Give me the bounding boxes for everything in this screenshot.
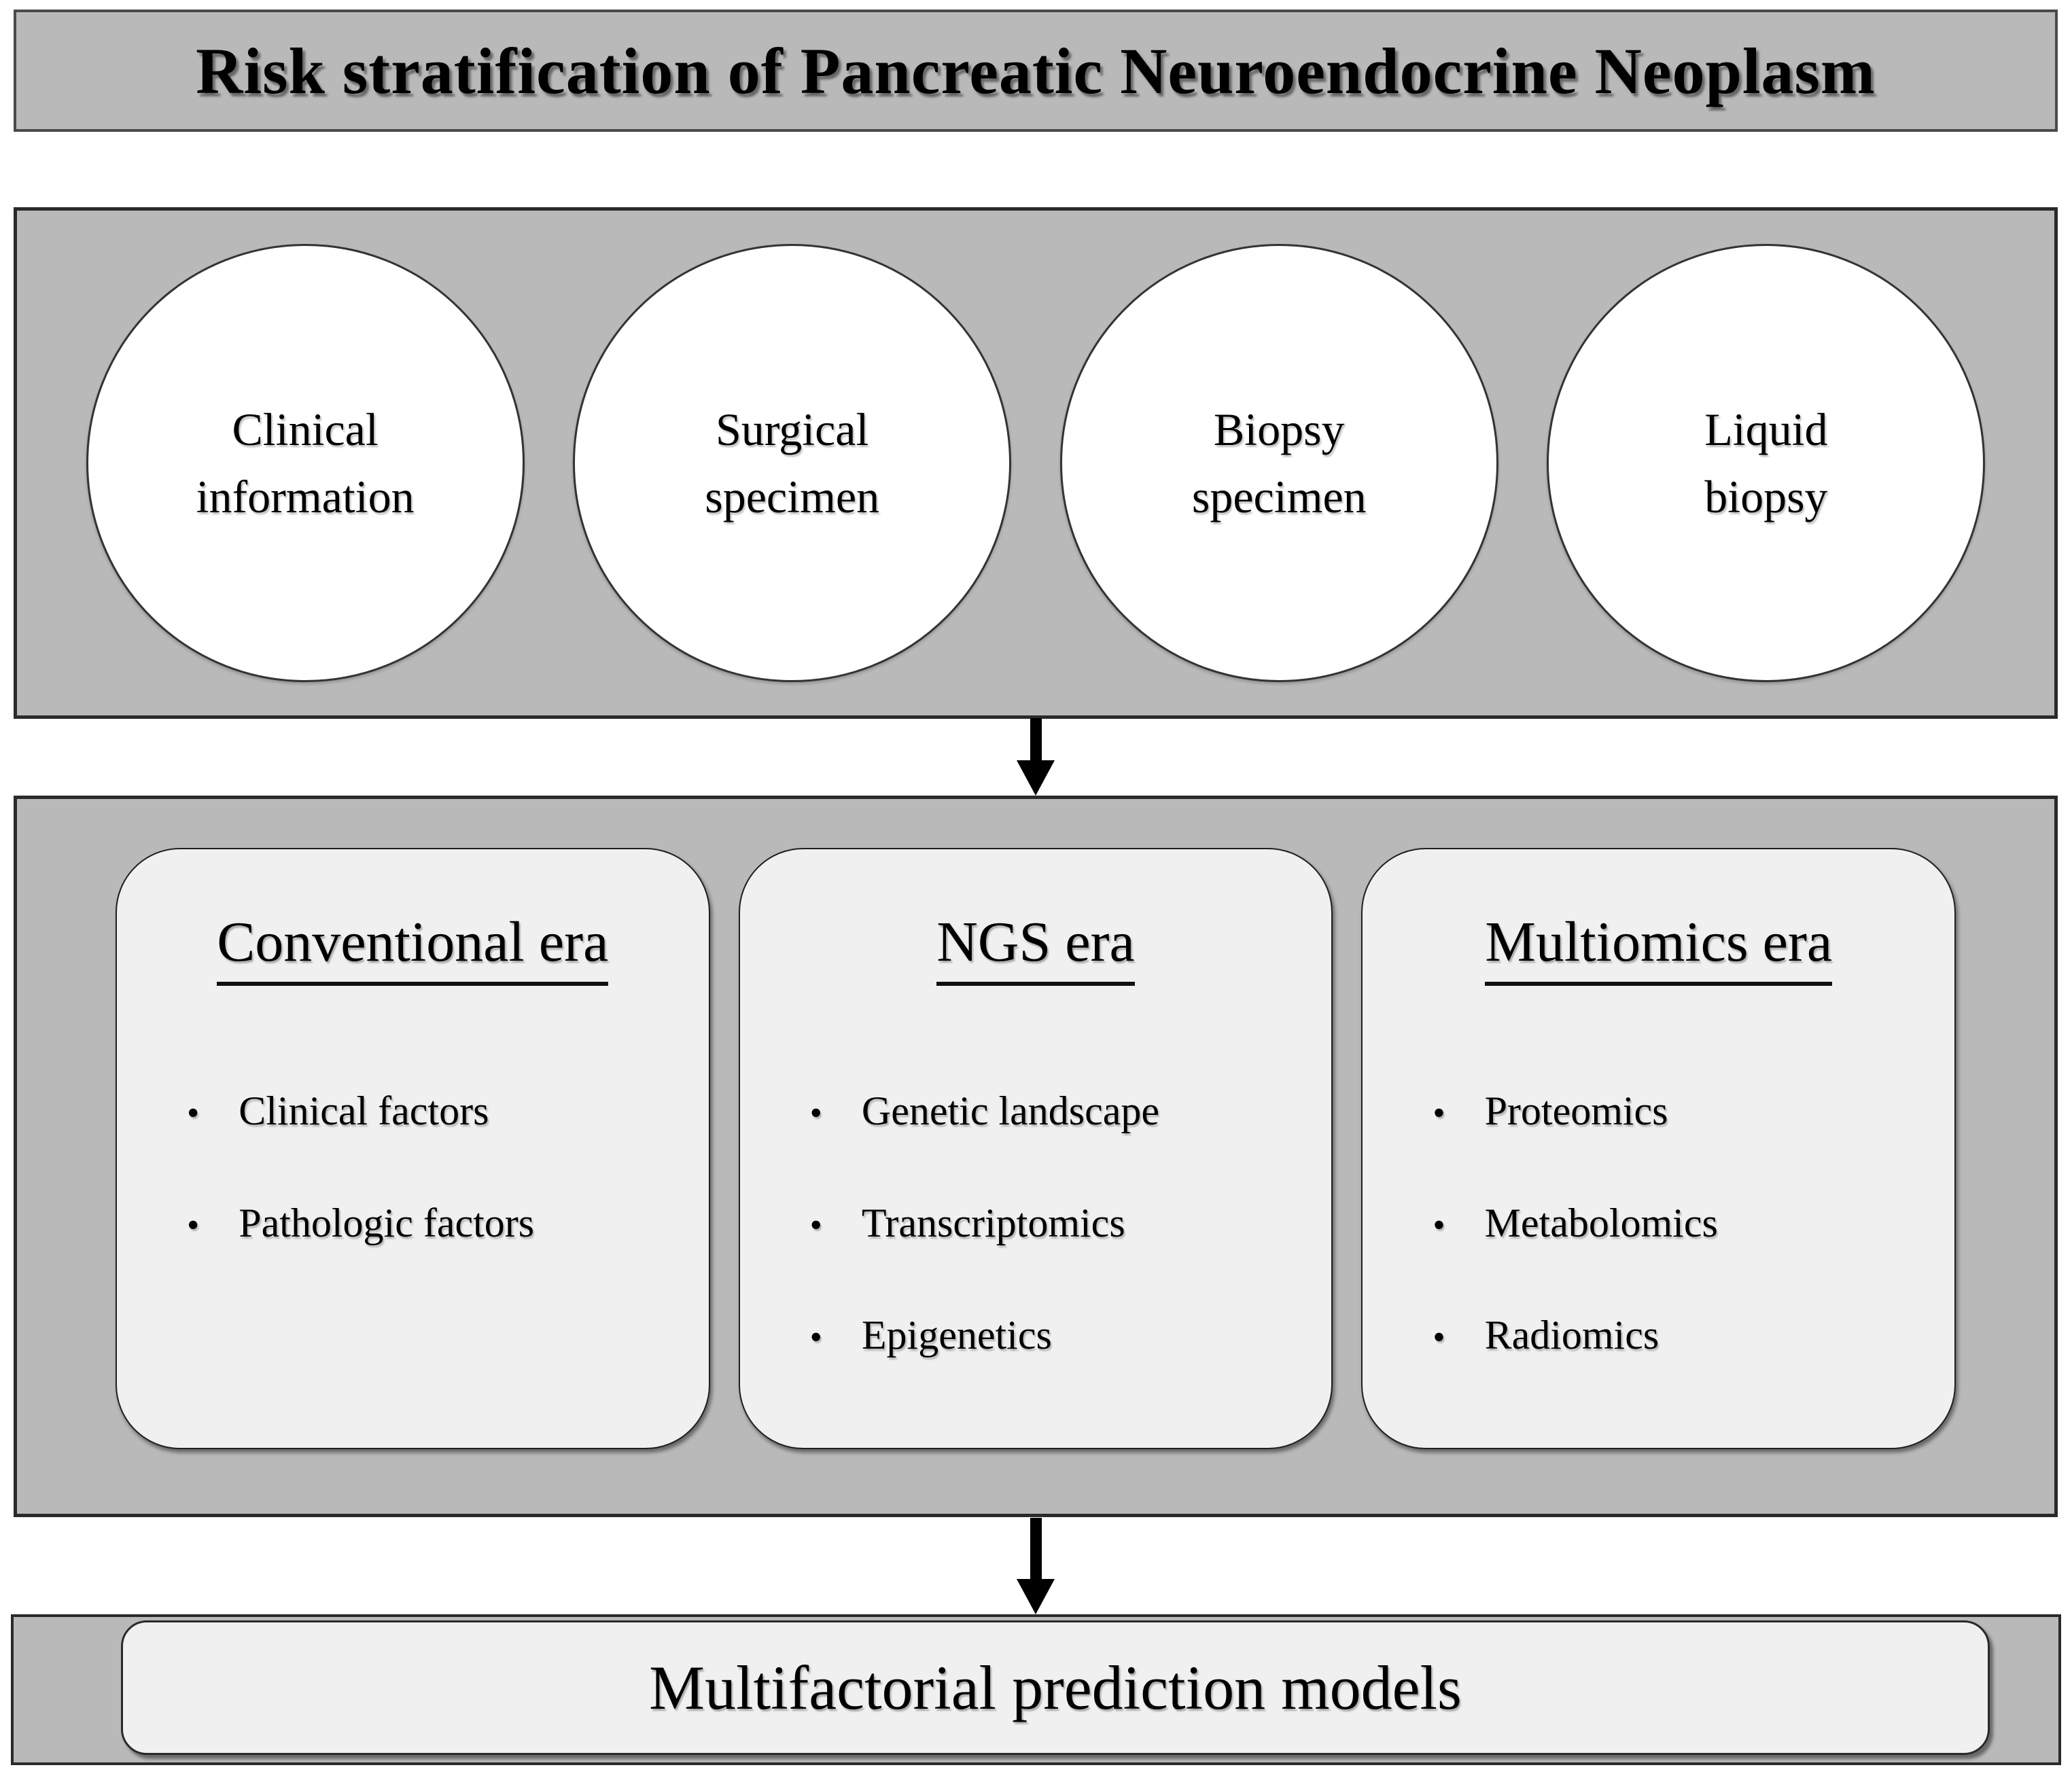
- source-circle-biopsy-specimen: Biopsy specimen: [1059, 244, 1498, 682]
- figure-title: Risk stratification of Pancreatic Neuroe…: [196, 34, 1876, 107]
- eras-panel: Conventional era • Clinical factors • Pa…: [14, 796, 2058, 1517]
- era-card-multiomics: Multiomics era • Proteomics • Metabolomi…: [1361, 848, 1956, 1449]
- source-circle-label: Liquid biopsy: [1704, 403, 1828, 522]
- era-card-ngs: NGS era • Genetic landscape • Transcript…: [738, 848, 1333, 1449]
- bullet-label: Radiomics: [1484, 1313, 1660, 1357]
- bullet-item: • Genetic landscape: [810, 1088, 1295, 1135]
- arrow-stem: [1030, 1518, 1042, 1579]
- era-bullet-list: • Genetic landscape • Transcriptomics • …: [777, 1088, 1295, 1359]
- bullet-item: • Metabolomics: [1433, 1200, 1917, 1247]
- source-circle-label: Surgical specimen: [705, 403, 880, 522]
- down-arrow-icon: [1017, 718, 1055, 796]
- source-circle-surgical-specimen: Surgical specimen: [573, 244, 1012, 682]
- bullet-icon: •: [1433, 1318, 1445, 1357]
- bullet-icon: •: [809, 1206, 822, 1245]
- bullet-label: Transcriptomics: [861, 1201, 1125, 1245]
- era-card-conventional: Conventional era • Clinical factors • Pa…: [116, 848, 710, 1449]
- bullet-label: Genetic landscape: [861, 1088, 1159, 1133]
- bullet-icon: •: [187, 1094, 200, 1133]
- era-heading: Conventional era: [217, 909, 609, 986]
- down-arrow-icon: [1017, 1518, 1055, 1614]
- arrow-head: [1017, 1579, 1055, 1614]
- bullet-label: Pathologic factors: [239, 1201, 535, 1245]
- bullet-item: • Pathologic factors: [187, 1200, 671, 1247]
- bullet-label: Metabolomics: [1484, 1201, 1718, 1245]
- bullet-label: Proteomics: [1484, 1088, 1668, 1133]
- bullet-label: Epigenetics: [861, 1313, 1052, 1357]
- bullet-icon: •: [187, 1206, 200, 1245]
- arrow-head: [1017, 760, 1055, 796]
- bullet-item: • Transcriptomics: [810, 1200, 1295, 1247]
- data-sources-panel: Clinical information Surgical specimen B…: [14, 207, 2058, 719]
- source-circle-clinical-information: Clinical information: [86, 244, 525, 682]
- title-banner: Risk stratification of Pancreatic Neuroe…: [14, 10, 2058, 132]
- bullet-item: • Proteomics: [1433, 1088, 1917, 1135]
- arrow-stem: [1030, 718, 1042, 760]
- era-heading: NGS era: [936, 909, 1135, 986]
- prediction-models-box: Multifactorial prediction models: [121, 1620, 1990, 1755]
- bullet-icon: •: [809, 1094, 822, 1133]
- era-bullet-list: • Proteomics • Metabolomics • Radiomics: [1400, 1088, 1917, 1359]
- bullet-item: • Radiomics: [1433, 1312, 1917, 1359]
- prediction-models-label: Multifactorial prediction models: [649, 1653, 1462, 1722]
- era-bullet-list: • Clinical factors • Pathologic factors: [154, 1088, 671, 1247]
- bullet-icon: •: [809, 1318, 822, 1357]
- bullet-item: • Epigenetics: [810, 1312, 1295, 1359]
- output-banner: Multifactorial prediction models: [11, 1614, 2061, 1765]
- bullet-item: • Clinical factors: [187, 1088, 671, 1135]
- bullet-icon: •: [1433, 1206, 1445, 1245]
- source-circle-label: Clinical information: [196, 403, 415, 522]
- bullet-icon: •: [1433, 1094, 1445, 1133]
- bullet-label: Clinical factors: [239, 1088, 489, 1133]
- source-circle-label: Biopsy specimen: [1191, 403, 1367, 522]
- era-heading: Multiomics era: [1485, 909, 1833, 986]
- source-circle-liquid-biopsy: Liquid biopsy: [1547, 244, 1986, 682]
